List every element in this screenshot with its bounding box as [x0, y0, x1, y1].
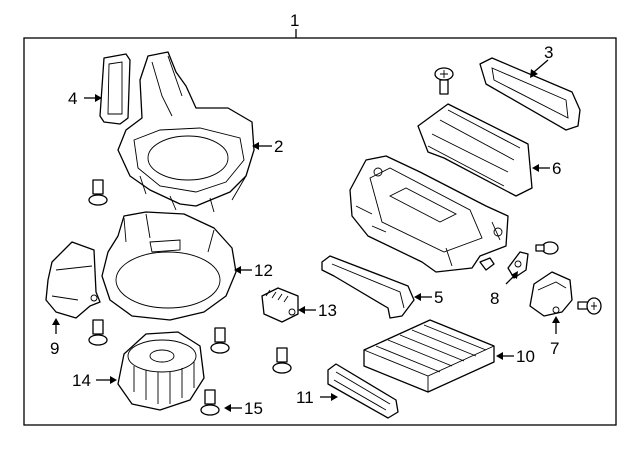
- callout-6: 6: [552, 159, 561, 178]
- callout-1: 1: [290, 11, 299, 30]
- screw-e: [272, 347, 292, 374]
- callout-15: 15: [244, 399, 263, 418]
- screw-c: [88, 319, 108, 346]
- part-7-actuator: [529, 271, 573, 317]
- part-6-cover: [417, 103, 533, 197]
- callout-9: 9: [50, 339, 59, 358]
- part-15-screw: [200, 389, 220, 416]
- part-8-lever: [479, 251, 529, 279]
- callout-5: 5: [434, 288, 443, 307]
- callout-8: 8: [490, 289, 499, 308]
- part-11-filter-door: [327, 363, 399, 419]
- screw-g: [577, 297, 602, 315]
- part-14-blower-motor: [117, 331, 205, 411]
- part-9-bracket: [45, 241, 101, 319]
- callout-12: 12: [254, 261, 273, 280]
- callout-11: 11: [296, 388, 314, 407]
- screw-b: [434, 67, 454, 95]
- screw-a: [88, 179, 108, 206]
- intake-case: [349, 155, 509, 273]
- assembly-frame: [23, 37, 617, 426]
- screw-d: [210, 327, 230, 354]
- part-5-duct: [321, 255, 415, 319]
- part-2-upper-housing: [117, 51, 255, 213]
- callout-7: 7: [550, 339, 559, 358]
- callout-13: 13: [318, 301, 337, 320]
- part-4-gasket: [99, 53, 131, 125]
- part-10-cabin-filter: [363, 319, 495, 393]
- screw-f: [535, 241, 559, 255]
- part-13-resistor: [261, 287, 299, 323]
- callout-10: 10: [516, 347, 535, 366]
- callout-3: 3: [544, 43, 553, 62]
- callout-14: 14: [72, 371, 91, 390]
- part-12-blower-case: [101, 211, 237, 321]
- callout-4: 4: [68, 89, 77, 108]
- callout-2: 2: [274, 137, 283, 156]
- part-3-seal: [479, 57, 581, 131]
